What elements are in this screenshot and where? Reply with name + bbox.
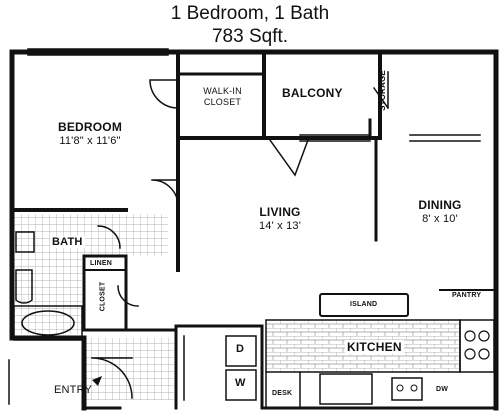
dining-window	[409, 134, 481, 142]
toilet	[15, 269, 33, 304]
walk-in-closet-label-line1: WALK-IN	[203, 86, 242, 96]
bathtub-basin	[21, 310, 75, 336]
dryer-label: D	[236, 343, 245, 355]
living-name: LIVING	[259, 205, 301, 219]
unit-area-title: 783 Sqft.	[211, 26, 289, 47]
bedroom-label: BEDROOM 11'8" x 11'6"	[40, 120, 140, 148]
bathtub	[13, 305, 83, 341]
storage-label: STORAGE	[377, 70, 387, 111]
balcony-label: BALCONY	[282, 86, 343, 100]
entry-tile-floor	[84, 338, 174, 400]
burner	[464, 348, 476, 360]
dining-name: DINING	[418, 198, 462, 212]
bath-tile-floor	[14, 214, 82, 334]
bath-label: BATH	[50, 236, 85, 248]
washer-box	[225, 369, 257, 401]
pantry-label: PANTRY	[452, 292, 482, 299]
kitchen-sink	[391, 377, 423, 401]
entry-label: ENTRY	[54, 384, 93, 396]
desk-label: DESK	[272, 390, 293, 397]
living-label: LIVING 14' x 13'	[240, 205, 320, 233]
sink-drain-right	[410, 384, 418, 392]
dryer-box	[225, 335, 257, 367]
bedroom-dimensions: 11'8" x 11'6"	[59, 135, 121, 147]
kitchen-island	[319, 293, 409, 317]
entry-door	[91, 357, 133, 399]
bedroom-window	[27, 48, 169, 56]
range	[459, 319, 495, 373]
dishwasher-label: DW	[436, 386, 449, 393]
linen-label: LINEN	[90, 260, 112, 267]
dining-dimensions: 8' x 10'	[422, 213, 458, 225]
washer-label: W	[235, 377, 246, 389]
closet-door	[149, 79, 179, 109]
living-window	[299, 134, 371, 142]
dining-label: DINING 8' x 10'	[405, 198, 475, 226]
desk-area	[265, 371, 301, 409]
closet-label: CLOSET	[99, 281, 107, 312]
burner	[478, 348, 490, 360]
entry-arrow-icon	[92, 376, 102, 386]
exterior-wall-bottom-left	[9, 335, 87, 411]
balcony-door	[268, 138, 309, 177]
laundry-wall	[174, 324, 264, 410]
sink	[15, 231, 35, 253]
bath-tile-floor-east	[82, 214, 168, 256]
sink-drain-left	[396, 384, 404, 392]
burner	[478, 330, 490, 342]
burner	[464, 330, 476, 342]
island-label: ISLAND	[350, 301, 378, 308]
bedroom-name: BEDROOM	[57, 120, 123, 134]
closet-door-swing	[117, 285, 139, 307]
bath-door	[97, 225, 121, 249]
bedroom-door	[151, 179, 179, 207]
kitchen-label: KITCHEN	[345, 340, 404, 354]
interior-wall-closet-balcony	[176, 50, 382, 140]
unit-type-title: 1 Bedroom, 1 Bath	[170, 3, 330, 24]
refrigerator	[319, 373, 373, 405]
storage-door	[372, 71, 390, 110]
walk-in-closet-label: WALK-IN CLOSET	[185, 86, 260, 108]
walk-in-closet-label-line2: CLOSET	[203, 97, 242, 107]
living-dimensions: 14' x 13'	[258, 220, 302, 232]
